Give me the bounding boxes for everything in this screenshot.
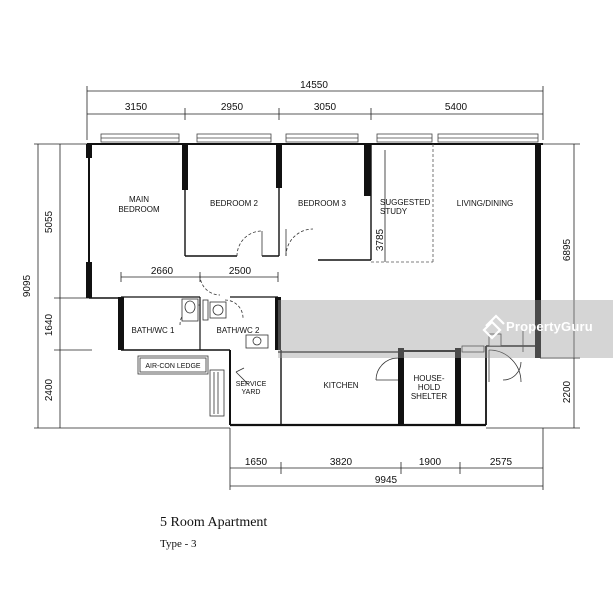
dim-top-4: 5400	[445, 102, 468, 113]
windows	[100, 133, 539, 143]
walls	[87, 143, 543, 427]
dim-top-3: 3050	[314, 102, 337, 113]
dim-right-2: 2200	[562, 380, 573, 403]
label-bath-2: BATH/WC 2	[217, 326, 261, 335]
label-study-2: STUDY	[380, 207, 408, 216]
label-shelter-1: HOUSE-	[413, 374, 444, 383]
label-shelter-2: HOLD	[418, 383, 440, 392]
label-kitchen: KITCHEN	[323, 381, 358, 390]
label-bath-1: BATH/WC 1	[132, 326, 176, 335]
dim-bottom-1: 1650	[245, 457, 268, 468]
dim-overall-width: 14550	[300, 80, 328, 91]
propertyguru-logo-icon	[482, 314, 505, 340]
dim-top-1: 3150	[125, 102, 148, 113]
dim-bottom-total: 9945	[375, 475, 398, 486]
label-bedroom-2: BEDROOM 2	[210, 199, 259, 208]
caption-title: 5 Room Apartment	[160, 515, 268, 530]
dim-bottom-4: 2575	[490, 457, 513, 468]
inner-dimensions	[120, 150, 386, 282]
label-bedroom-3: BEDROOM 3	[298, 199, 347, 208]
bottom-dimensions	[229, 428, 544, 490]
dim-right-1: 6895	[562, 238, 573, 261]
label-service-yard-2: YARD	[242, 389, 261, 396]
dim-inner-2: 2500	[229, 266, 252, 277]
study-partition	[371, 144, 434, 263]
dim-left-total: 9095	[22, 274, 33, 297]
watermark-band	[278, 300, 613, 358]
bathroom-fixtures	[181, 298, 269, 349]
label-aircon-ledge: AIR-CON LEDGE	[145, 363, 201, 370]
label-main-bedroom-1: MAIN	[129, 195, 149, 204]
dim-bottom-3: 1900	[419, 457, 442, 468]
right-dimensions	[486, 143, 580, 429]
dim-left-2: 1640	[44, 313, 55, 336]
dim-bottom-2: 3820	[330, 457, 353, 468]
label-shelter-3: SHELTER	[411, 392, 448, 401]
caption-subtitle: Type - 3	[160, 538, 197, 550]
label-living-dining: LIVING/DINING	[457, 199, 513, 208]
aircon-ledge	[137, 355, 225, 417]
watermark-text: PropertyGuru	[506, 319, 593, 334]
dim-inner-1: 2660	[151, 266, 174, 277]
top-dimensions	[86, 86, 544, 140]
label-main-bedroom-2: BEDROOM	[118, 205, 160, 214]
room-labels: MAIN BEDROOM BEDROOM 2 BEDROOM 3 SUGGEST…	[118, 195, 513, 401]
wall-columns	[86, 144, 541, 426]
dim-left-1: 5055	[44, 210, 55, 233]
dim-top-2: 2950	[221, 102, 244, 113]
label-study-1: SUGGESTED	[380, 198, 430, 207]
left-dimensions	[34, 143, 230, 429]
label-service-yard-1: SERVICE	[236, 381, 267, 388]
dim-left-3: 2400	[44, 378, 55, 401]
dim-study: 3785	[375, 228, 386, 251]
